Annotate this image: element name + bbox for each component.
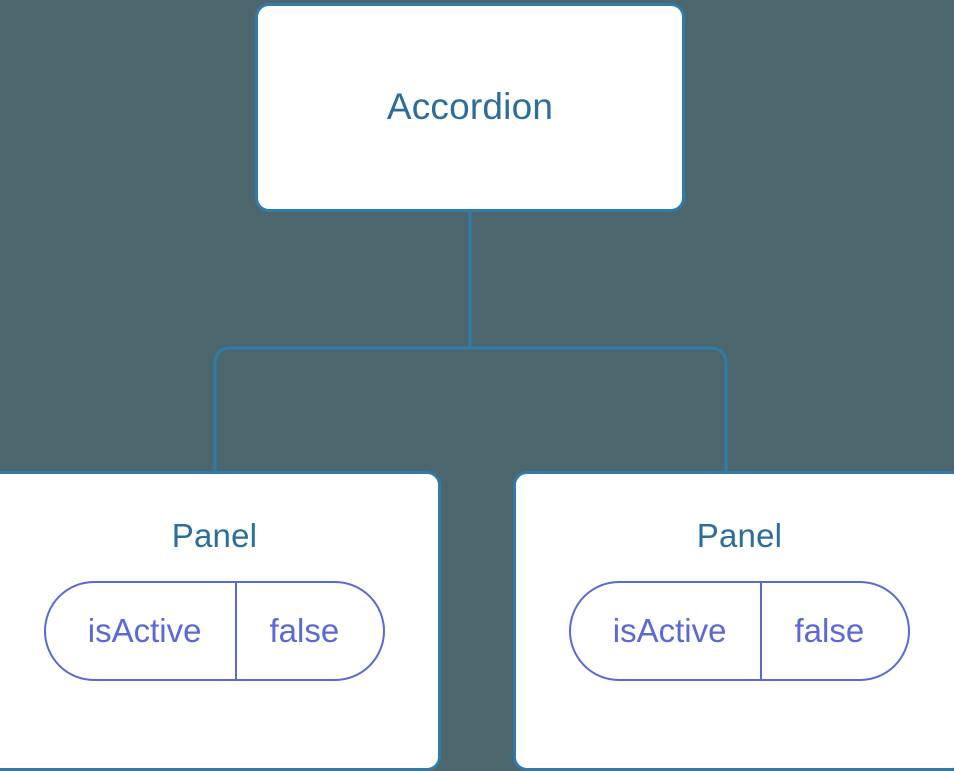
node-accordion-title: Accordion bbox=[386, 86, 554, 128]
node-panel-1-title: Panel bbox=[171, 517, 258, 554]
state-value-panel-1: false bbox=[235, 583, 383, 680]
node-panel-1[interactable]: Panel isActive false bbox=[0, 471, 441, 771]
edge-root-to-panel-2 bbox=[470, 346, 728, 474]
state-badge-panel-2[interactable]: isActive false bbox=[568, 581, 911, 682]
node-panel-2-title: Panel bbox=[696, 517, 783, 554]
state-value-panel-2: false bbox=[760, 583, 908, 680]
node-panel-2[interactable]: Panel isActive false bbox=[513, 471, 954, 771]
edge-root-to-panel-1 bbox=[213, 346, 470, 474]
state-badge-panel-1[interactable]: isActive false bbox=[43, 581, 386, 682]
state-key-panel-2: isActive bbox=[612, 612, 727, 650]
diagram-canvas: Accordion Panel isActive false Panel isA… bbox=[0, 3, 954, 771]
node-accordion[interactable]: Accordion bbox=[255, 3, 685, 212]
state-key-panel-1: isActive bbox=[87, 612, 202, 650]
